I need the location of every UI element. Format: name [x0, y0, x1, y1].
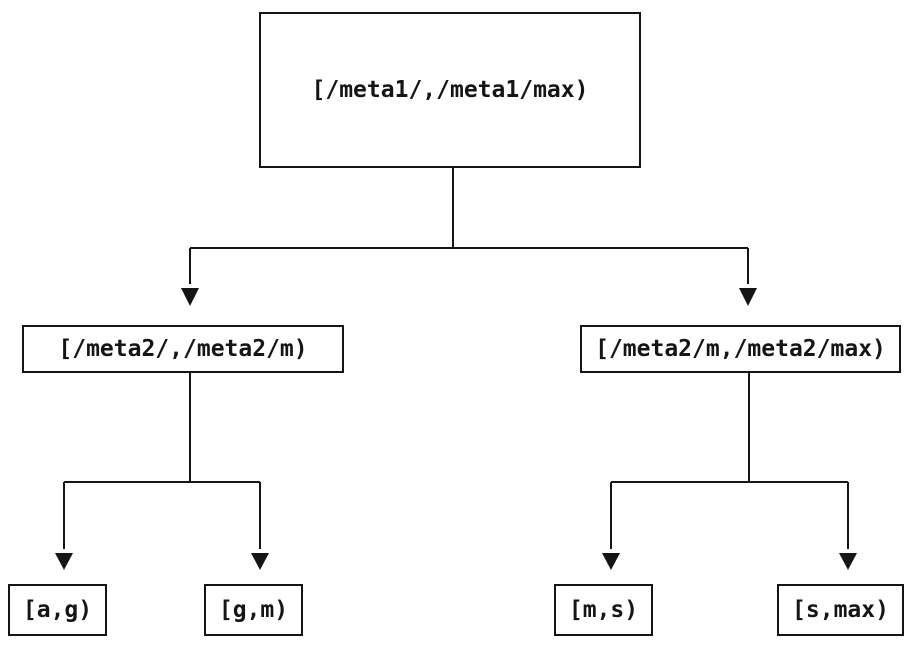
- arrowhead-to-leaf-ms-icon: [602, 553, 620, 570]
- tree-node-left-label: [/meta2/,/meta2/m): [58, 336, 308, 362]
- tree-node-right: [/meta2/m,/meta2/max): [580, 325, 901, 373]
- tree-node-leaf-smax-label: [s,max): [792, 597, 889, 623]
- arrowhead-to-leaf-smax-icon: [839, 553, 857, 570]
- tree-node-root: [/meta1/,/meta1/max): [259, 12, 641, 168]
- arrowhead-to-leaf-gm-icon: [251, 553, 269, 570]
- tree-node-leaf-gm: [g,m): [204, 584, 303, 636]
- arrowheads: [55, 288, 857, 570]
- tree-node-leaf-ag-label: [a,g): [22, 597, 93, 623]
- tree-node-left: [/meta2/,/meta2/m): [22, 325, 344, 373]
- tree-node-right-label: [/meta2/m,/meta2/max): [595, 336, 886, 362]
- arrowhead-to-leaf-ag-icon: [55, 553, 73, 570]
- tree-node-leaf-ms-label: [m,s): [568, 597, 639, 623]
- tree-node-leaf-ms: [m,s): [554, 584, 653, 636]
- edge-lines: [63, 168, 849, 549]
- arrowhead-to-left-node-icon: [181, 288, 199, 306]
- tree-node-leaf-ag: [a,g): [8, 584, 107, 636]
- arrowhead-to-right-node-icon: [739, 288, 757, 306]
- tree-node-root-label: [/meta1/,/meta1/max): [311, 77, 589, 103]
- tree-node-leaf-gm-label: [g,m): [218, 597, 289, 623]
- tree-node-leaf-smax: [s,max): [777, 584, 904, 636]
